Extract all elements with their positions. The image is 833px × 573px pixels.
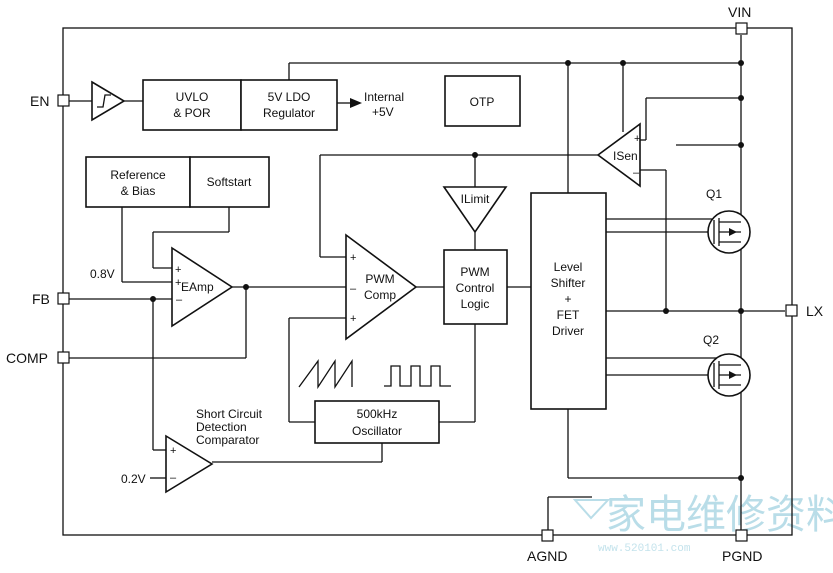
svg-text:+: + [350,252,356,264]
svg-text:500kHz: 500kHz [357,407,398,421]
vin-pin [735,22,748,35]
q1-transistor: Q1 [706,187,751,254]
en-label: EN [30,93,49,109]
watermark-text: 家电维修资料网 [606,492,833,538]
svg-text:ILimit: ILimit [461,192,490,206]
svg-text:Detection: Detection [196,420,247,434]
svg-text:+: + [564,292,571,306]
pins: VIN EN FB COMP LX AGND PGND [6,4,824,564]
oscillator-block: 500kHz Oscillator [314,400,440,444]
lx-pin [785,304,798,317]
fb-pin [57,292,70,305]
svg-text:& Bias: & Bias [121,184,156,198]
svg-text:–: – [350,283,357,295]
svg-text:Softstart: Softstart [207,175,252,189]
svg-text:Control: Control [456,281,495,295]
ref-08v-label: 0.8V [90,267,115,281]
pgnd-pin [735,529,748,542]
uvlo-block: UVLO & POR [142,79,242,131]
eamp-triangle: + + – EAmp [171,246,234,328]
svg-text:Level: Level [554,260,583,274]
svg-text:Short Circuit: Short Circuit [196,407,263,421]
ilimit-triangle: ILimit [442,186,508,234]
svg-text:& POR: & POR [173,106,211,120]
reference-block: Reference & Bias [85,156,191,208]
vin-label: VIN [728,4,751,20]
svg-text:–: – [170,472,177,484]
svg-text:–: – [633,167,640,179]
svg-text:+: + [170,445,176,457]
svg-text:ISen: ISen [613,149,638,163]
lx-label: LX [806,303,824,319]
softstart-block: Softstart [189,156,270,208]
svg-text:UVLO: UVLO [176,90,209,104]
svg-text:Shifter: Shifter [551,276,586,290]
junctions [150,60,744,481]
svg-text:PWM: PWM [460,265,489,279]
pwm-logic-block: PWM Control Logic [443,249,508,325]
q1-label: Q1 [706,187,722,201]
internal-label: Internal [364,90,404,104]
chip-outline [62,27,793,536]
otp-block: OTP [444,75,521,127]
svg-text:–: – [176,294,183,306]
svg-text:+: + [175,277,181,289]
isen-triangle: + – ISen [596,122,641,188]
output-arrow-icon [350,98,362,108]
sawtooth-waveform-icon [298,358,353,390]
ref-02v-label: 0.2V [121,472,146,486]
svg-text:Comparator: Comparator [196,433,259,447]
comp-label: COMP [6,350,48,366]
ldo-block: 5V LDO Regulator [240,79,338,131]
eamp-label: EAmp [181,280,214,294]
svg-text:Regulator: Regulator [263,106,315,120]
pwm-comp-triangle: + – + PWM Comp [345,233,418,341]
svg-text:Oscillator: Oscillator [352,424,402,438]
hysteresis-icon [97,94,111,108]
svg-text:OTP: OTP [470,95,495,109]
agnd-label: AGND [527,548,567,564]
svg-text:Reference: Reference [110,168,166,182]
en-pin [57,94,70,107]
wiring [69,35,785,530]
square-waveform-icon [384,365,451,387]
comp-pin [57,351,70,364]
pgnd-label: PGND [722,548,762,564]
short-circuit-comparator: + – Short Circuit Detection Comparator [165,407,263,494]
watermark-logo [572,499,611,520]
watermark-url: www.520101.com [598,543,691,555]
svg-text:Driver: Driver [552,324,584,338]
agnd-pin [541,529,554,542]
svg-text:Comp: Comp [364,288,396,302]
svg-text:PWM: PWM [365,272,394,286]
svg-text:Logic: Logic [461,297,490,311]
schmitt-buffer [91,80,126,122]
internal-5v-label: +5V [372,105,394,119]
svg-text:5V LDO: 5V LDO [268,90,311,104]
svg-text:FET: FET [557,308,580,322]
q2-transistor: Q2 [703,333,751,397]
svg-text:+: + [634,133,640,145]
svg-text:+: + [350,313,356,325]
fb-label: FB [32,291,50,307]
svg-text:+: + [175,264,181,276]
watermark: 家电维修资料网 www.520101.com [572,492,833,555]
level-shifter-block: Level Shifter + FET Driver [530,192,607,410]
q2-label: Q2 [703,333,719,347]
